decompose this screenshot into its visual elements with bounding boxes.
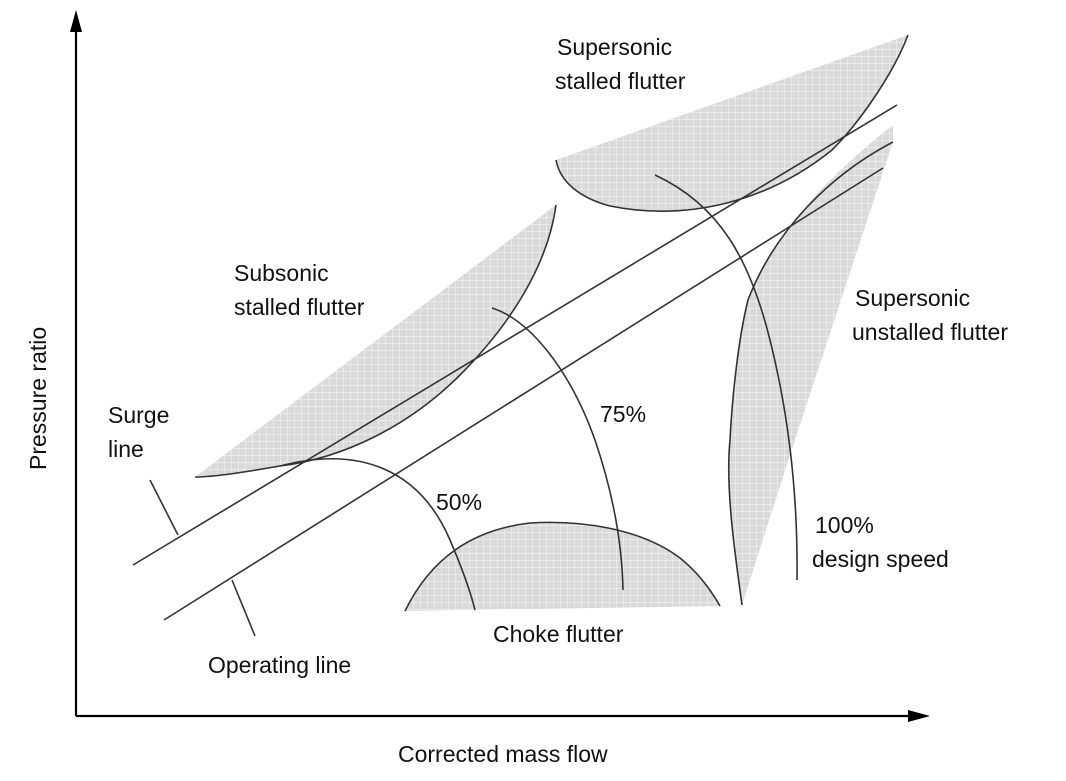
surge-line-label-line2: line: [108, 436, 144, 462]
y-axis-arrowhead: [70, 10, 82, 32]
choke-flutter-region: [405, 522, 720, 611]
supersonic-stalled-flutter-boundary: [555, 34, 909, 212]
subsonic-stalled-flutter-boundary: [194, 204, 557, 478]
subsonic-stalled-flutter-label-line1: Subsonic: [234, 260, 329, 286]
speed-line-75: [491, 307, 624, 591]
supersonic-unstalled-flutter-label-line1: Supersonic: [855, 285, 970, 311]
choke-flutter-boundary: [404, 521, 721, 612]
speed-75-label: 75%: [600, 401, 646, 427]
y-axis-label: Pressure ratio: [25, 327, 51, 470]
choke-flutter-label: Choke flutter: [493, 621, 624, 647]
speed-100-label-line2: design speed: [812, 546, 949, 572]
surge-line: [132, 104, 898, 566]
supersonic-unstalled-flutter-region: [728, 125, 893, 605]
operating-line-label: Operating line: [208, 652, 351, 678]
x-axis-label: Corrected mass flow: [398, 741, 608, 767]
speed-line-50: [279, 458, 476, 611]
operating-line: [163, 167, 884, 621]
surge-line-leader: [149, 479, 179, 536]
subsonic-stalled-flutter-label-line2: stalled flutter: [234, 294, 365, 320]
speed-line-100: [654, 174, 798, 581]
supersonic-unstalled-flutter-label-line2: unstalled flutter: [852, 319, 1008, 345]
supersonic-unstalled-flutter-boundary: [727, 141, 894, 606]
operating-line-leader: [231, 579, 256, 637]
supersonic-stalled-flutter-region: [556, 35, 908, 212]
subsonic-stalled-flutter-region: [195, 205, 556, 477]
x-axis-arrowhead: [908, 710, 930, 722]
supersonic-stalled-flutter-label-line1: Supersonic: [557, 34, 672, 60]
supersonic-stalled-flutter-label-line2: stalled flutter: [555, 68, 686, 94]
surge-line-label-line1: Surge: [108, 402, 169, 428]
speed-50-label: 50%: [436, 489, 482, 515]
speed-100-label-line1: 100%: [815, 512, 874, 538]
